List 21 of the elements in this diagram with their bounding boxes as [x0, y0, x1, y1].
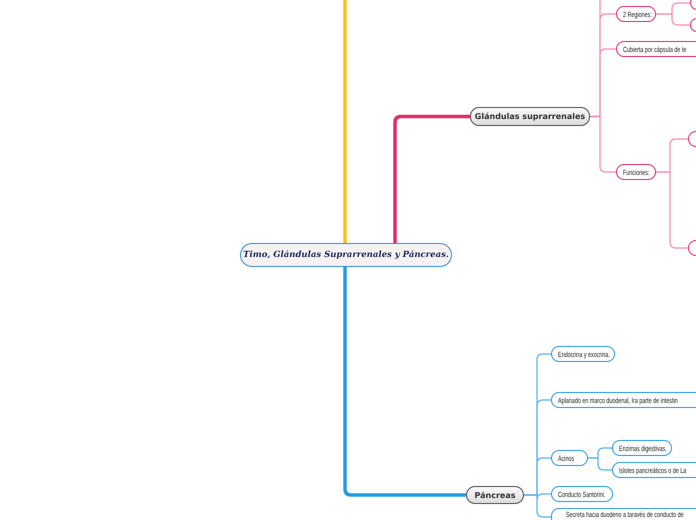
- connector-line: [588, 457, 612, 471]
- connector-line: [590, 116, 616, 173]
- connector-line: [524, 494, 551, 518]
- connector-line: [656, 171, 688, 249]
- central-topic: [240, 243, 452, 267]
- subtopic-box: [616, 6, 656, 22]
- topic-box: [466, 486, 524, 504]
- connector-line: [656, 13, 690, 26]
- node-text: Glándulas suprarrenales: [474, 112, 586, 121]
- connector-line: [343, 0, 347, 243]
- subtopic-box: [616, 164, 656, 180]
- connector-line: [343, 267, 466, 497]
- subtopic-box: [551, 392, 696, 408]
- subtopic-box: [551, 346, 615, 362]
- subtopic-box: [612, 440, 672, 456]
- node-text: Timo, Glándulas Suprarrenales y Páncreas.: [243, 250, 449, 260]
- topic-box: [470, 107, 590, 126]
- connector-line: [393, 114, 470, 243]
- node-text: Páncreas: [474, 490, 516, 500]
- subtopic-box: [551, 486, 613, 502]
- subtopic-box: [551, 450, 588, 466]
